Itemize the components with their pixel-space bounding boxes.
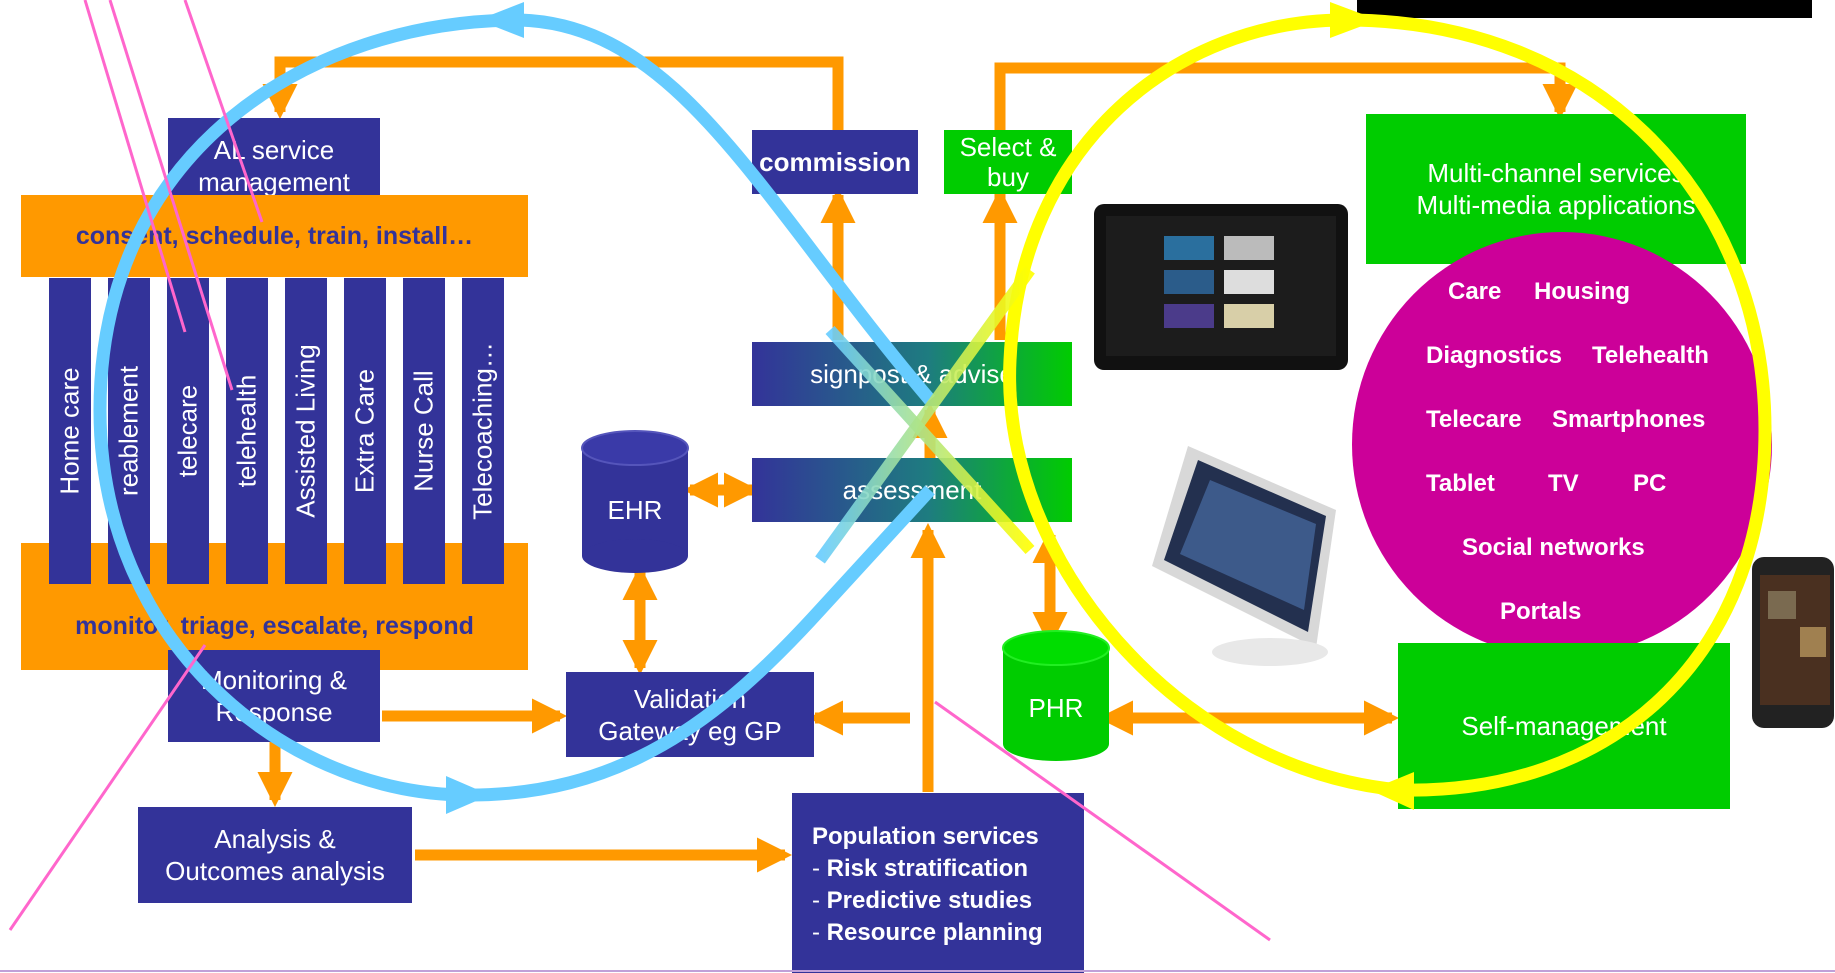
blue-arrowhead-top <box>478 2 524 38</box>
circle-telehealth: Telehealth <box>1592 342 1709 369</box>
column-assisted-living: Assisted Living <box>285 278 327 584</box>
select-line-2: buy <box>987 162 1029 192</box>
tablet-device-icon <box>1094 204 1348 370</box>
commission-box: commission <box>752 130 918 194</box>
column-nurse-call: Nurse Call <box>403 278 445 584</box>
circle-telecare: Telecare <box>1426 406 1522 433</box>
circle-portals: Portals <box>1500 598 1582 625</box>
pink-pointer-3 <box>183 0 264 223</box>
column-extra-care: Extra Care <box>344 278 386 584</box>
phr-label: PHR <box>1028 693 1084 723</box>
band-bottom-label: monitor, triage, escalate, respond <box>75 612 474 640</box>
pink-pointer-5 <box>934 700 1271 942</box>
al-service-line-2: management <box>198 166 350 197</box>
pink-pointer-4 <box>8 644 207 931</box>
analysis-outcomes-box: Analysis & Outcomes analysis <box>138 807 412 903</box>
circle-social-networks: Social networks <box>1462 534 1645 561</box>
circle-diagnostics: Diagnostics <box>1426 342 1563 369</box>
monitoring-line-1: Monitoring & <box>201 665 347 695</box>
tablet-stand-device-icon <box>1152 446 1336 666</box>
multichannel-line-1: Multi-channel services <box>1427 158 1685 188</box>
phr-cylinder <box>1002 630 1110 761</box>
smartphone-device-icon <box>1752 557 1834 728</box>
circle-pc: PC <box>1633 470 1667 497</box>
validation-gateway-box: Validation Gateway eg GP <box>566 672 814 757</box>
population-services-box: Population services - Risk stratificatio… <box>792 793 1084 973</box>
ehr-label: EHR <box>607 495 663 525</box>
circle-smartphones: Smartphones <box>1552 406 1706 433</box>
blue-loop-upper <box>519 13 935 405</box>
pink-pointer-2 <box>108 0 234 391</box>
analysis-line-2: Outcomes analysis <box>165 856 385 886</box>
blue-arrowhead-bottom <box>446 776 490 814</box>
population-title: Population services <box>812 823 1039 850</box>
column-home-care: Home care <box>49 278 91 584</box>
population-item: Resource planning <box>826 919 1043 946</box>
pink-pointer-1 <box>83 0 187 333</box>
blue-loop <box>93 13 935 802</box>
crossing-band-2 <box>815 266 1035 564</box>
analysis-line-1: Analysis & <box>214 824 336 854</box>
column-telehealth: telehealth <box>226 278 268 584</box>
multichannel-line-2: Multi-media applications <box>1416 190 1696 220</box>
yellow-arrowhead-bottom <box>1370 772 1414 810</box>
population-item: Risk stratification <box>826 855 1029 882</box>
monitoring-response-box: Monitoring & Response <box>168 650 380 742</box>
circle-tablet: Tablet <box>1426 470 1495 497</box>
crossing-band-1 <box>825 325 1035 555</box>
circle-tv: TV <box>1548 470 1579 497</box>
ehr-cylinder <box>581 430 689 573</box>
yellow-loop <box>1344 13 1772 797</box>
column-telecoaching: Telecoaching… <box>462 278 504 584</box>
circle-housing: Housing <box>1534 278 1630 305</box>
yellow-arrowhead-top <box>1330 2 1378 38</box>
select-line-1: Select & <box>959 132 1057 162</box>
column-telecare: telecare <box>167 278 209 584</box>
commission-label: commission <box>759 147 911 177</box>
top-black-bar <box>1357 0 1812 18</box>
band-consent-schedule: consent, schedule, train, install… <box>21 195 528 277</box>
circle-care: Care <box>1448 278 1502 305</box>
yellow-loop-lower <box>1003 13 1401 797</box>
population-item: Predictive studies <box>826 887 1033 914</box>
channels-circle <box>1352 232 1772 657</box>
select-buy-box: Select & buy <box>944 130 1072 194</box>
